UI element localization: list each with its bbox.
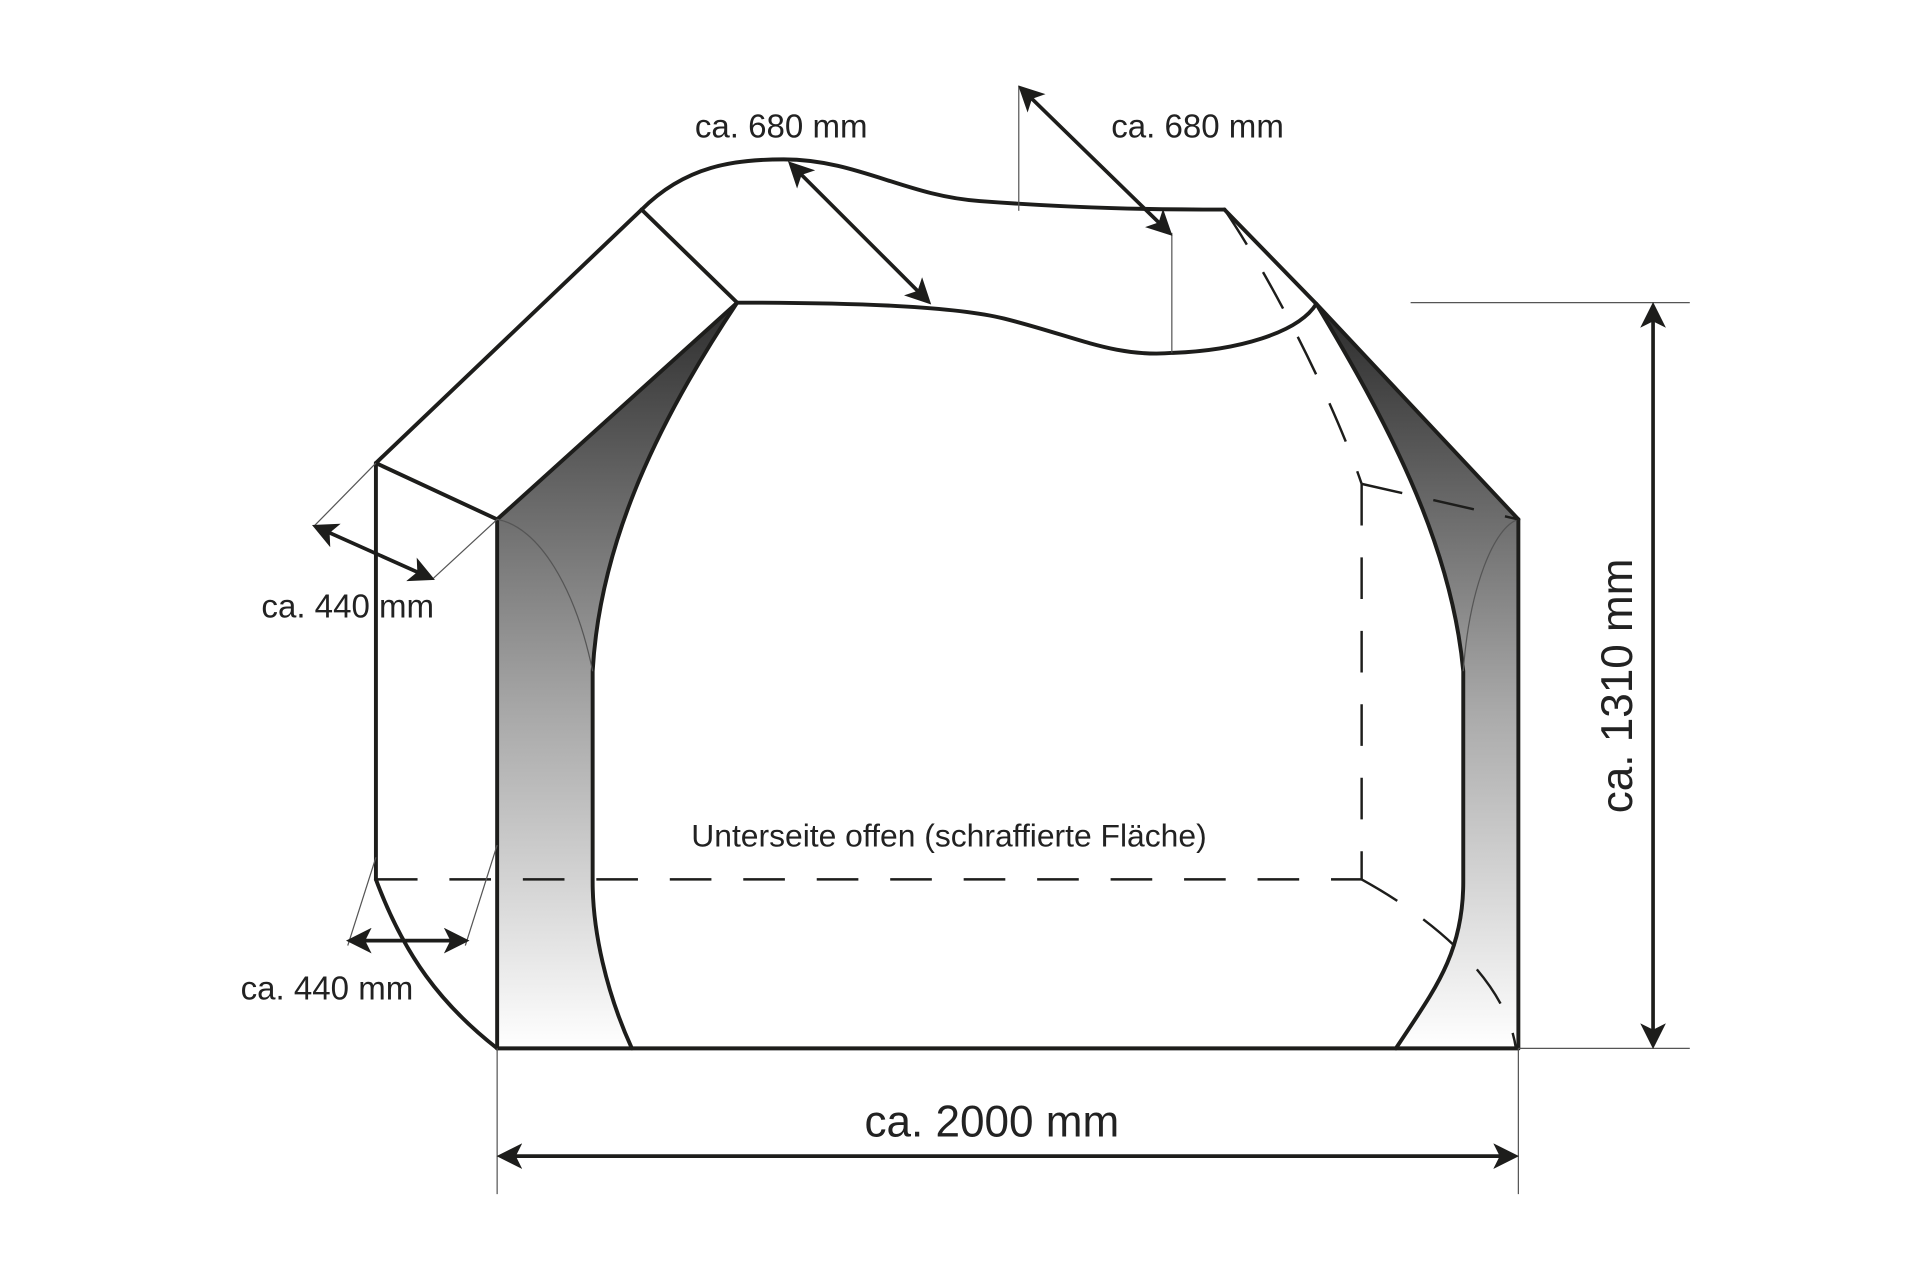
right-inner-curve xyxy=(1314,301,1466,1051)
left-shaded-panel xyxy=(497,302,738,1049)
label-side-bottom-depth: ca. 440 mm xyxy=(241,970,414,1007)
left-side-bottom-curve xyxy=(373,877,500,1051)
dim-arrow-top-left xyxy=(787,161,932,305)
right-shaded-panel xyxy=(1316,303,1519,1049)
extension-line xyxy=(313,462,377,528)
top-panel-front-edge xyxy=(735,300,1319,356)
top-left-fold xyxy=(639,207,740,305)
label-top-left-depth: ca. 680 mm xyxy=(695,108,868,145)
extension-line xyxy=(347,857,377,946)
right-crease xyxy=(1462,518,1519,672)
extension-line xyxy=(464,844,498,946)
label-side-top-depth: ca. 440 mm xyxy=(261,588,434,625)
hidden-top-side xyxy=(1361,482,1519,521)
label-width: ca. 2000 mm xyxy=(864,1098,1119,1147)
dim-arrow-side-top xyxy=(312,523,435,582)
left-slope-front xyxy=(495,300,740,522)
extension-line xyxy=(433,518,498,579)
left-slope-back xyxy=(373,207,644,466)
left-side-top-edge xyxy=(373,461,500,522)
label-bottom-note: Unterseite offen (schraffierte Fläche) xyxy=(691,817,1206,853)
top-right-fold xyxy=(1222,207,1319,306)
right-slope xyxy=(1314,301,1521,522)
hidden-bottom-side xyxy=(1361,878,1518,1049)
left-crease xyxy=(497,518,594,672)
label-top-right-depth: ca. 680 mm xyxy=(1111,108,1284,145)
dim-arrow-top-right xyxy=(1018,85,1173,236)
label-height: ca. 1310 mm xyxy=(1593,559,1642,814)
left-inner-curve xyxy=(590,300,740,1051)
hidden-back-slope xyxy=(1223,208,1363,485)
